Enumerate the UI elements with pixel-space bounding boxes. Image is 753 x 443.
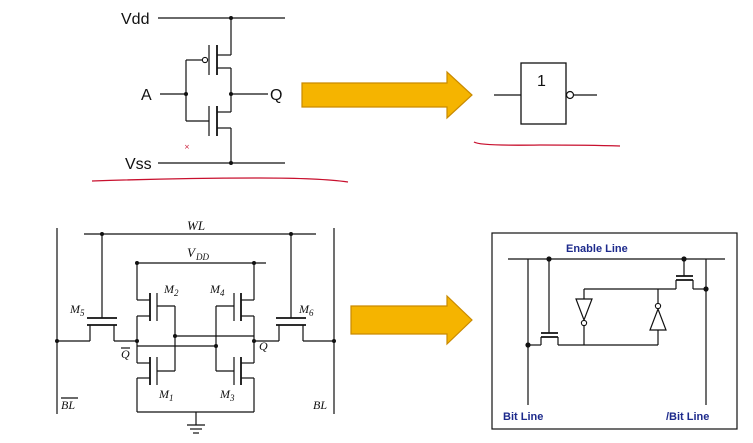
m4-label: M xyxy=(209,282,221,296)
vdd-sub-sram: DD xyxy=(195,252,209,262)
m6-sub: 6 xyxy=(309,308,314,318)
arrow-bottom xyxy=(350,294,473,346)
not-gate-symbol: 1 xyxy=(494,62,597,125)
bit-line-bar-label: /Bit Line xyxy=(666,411,709,423)
inverter-up-bubble xyxy=(654,302,662,310)
sram-logic-diagram: Enable Line Bit Line /Bit Line xyxy=(491,232,738,430)
enable-line-label: Enable Line xyxy=(566,243,628,255)
q-label: Q xyxy=(259,339,268,353)
inverter-down xyxy=(575,298,593,322)
bl-node xyxy=(332,339,336,343)
vdd-right-node xyxy=(252,261,256,265)
m1-label: M xyxy=(158,387,170,401)
inverter-down-bubble xyxy=(580,319,588,327)
output-label: Q xyxy=(270,87,282,104)
bitline-bar-label: BL xyxy=(61,398,75,412)
m3-sub: 3 xyxy=(229,393,235,403)
red-annotation-underline-right xyxy=(473,141,621,147)
bit-line-node xyxy=(525,342,531,348)
arrow-top xyxy=(301,70,473,120)
right-pass-enable-node xyxy=(681,256,687,262)
vss-node xyxy=(229,161,233,165)
wordline-label: WL xyxy=(187,218,205,233)
right-gate-node xyxy=(214,344,218,348)
m3-label: M xyxy=(219,387,231,401)
m2-label: M xyxy=(163,282,175,296)
qbar-node xyxy=(135,339,139,343)
m5-wl-node xyxy=(100,232,104,236)
red-annotation-underline-left xyxy=(91,177,349,183)
vss-label: Vss xyxy=(125,156,152,173)
output-node xyxy=(229,92,233,96)
input-node xyxy=(184,92,188,96)
m6-wl-node xyxy=(289,232,293,236)
bitline-label: BL xyxy=(313,398,327,412)
sram-6t-schematic: WL V DD M 5 M 6 M xyxy=(55,218,336,434)
bit-line-label: Bit Line xyxy=(503,411,543,423)
gate-box xyxy=(520,62,567,125)
gate-symbol-text: 1 xyxy=(537,73,546,90)
bl-bar-node xyxy=(55,339,59,343)
vdd-node xyxy=(229,16,233,20)
m5-label: M xyxy=(69,302,81,316)
pmos-bubble xyxy=(201,56,209,64)
m1-sub: 1 xyxy=(169,393,174,403)
vdd-label-sram: V xyxy=(187,245,197,260)
m2-sub: 2 xyxy=(174,288,179,298)
m6-label: M xyxy=(298,302,310,316)
left-gate-node xyxy=(173,334,177,338)
vdd-label: Vdd xyxy=(121,11,149,28)
bit-line-bar-node xyxy=(703,286,709,292)
m5-sub: 5 xyxy=(80,308,85,318)
cmos-inverter-schematic: Vdd Vss Q A × xyxy=(121,11,285,173)
input-label: A xyxy=(141,87,152,104)
qbar-label: Q xyxy=(121,347,130,361)
vdd-left-node xyxy=(135,261,139,265)
inverter-up xyxy=(649,307,667,331)
logic-frame xyxy=(491,232,738,430)
gate-output-bubble xyxy=(565,90,575,100)
m4-sub: 4 xyxy=(220,288,225,298)
q-node xyxy=(252,339,256,343)
stray-mark: × xyxy=(184,143,190,151)
left-pass-enable-node xyxy=(546,256,552,262)
